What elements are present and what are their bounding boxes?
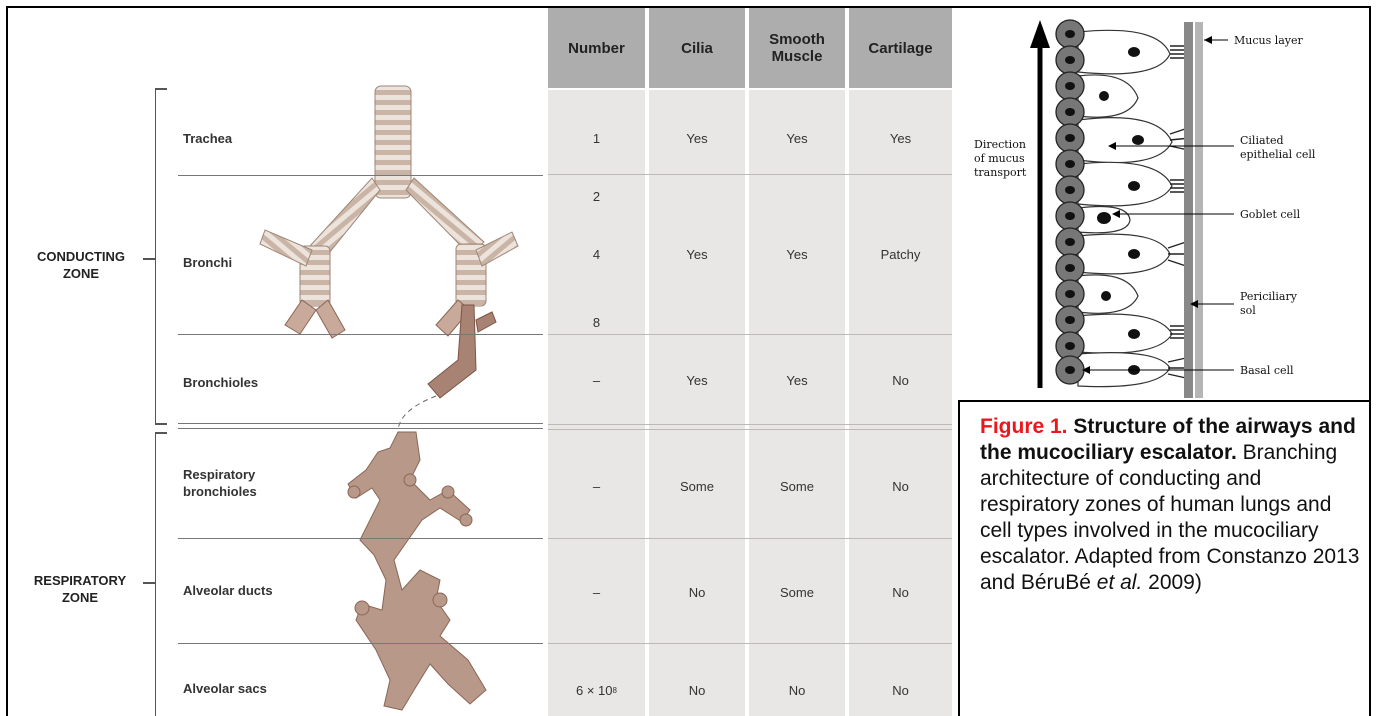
label-mucus-layer: Mucus layer — [1234, 34, 1304, 47]
caption-box: Figure 1. Structure of the airways and t… — [958, 400, 1371, 716]
header-number: Number — [548, 8, 645, 88]
cell-bronchi-number-1: 2 — [548, 184, 645, 208]
conducting-zone-label: CONDUCTING ZONE — [22, 248, 140, 282]
header-cartilage: Cartilage — [849, 8, 952, 88]
cell-trachea-cartilage: Yes — [849, 118, 952, 158]
cell-alveolar-ducts-cartilage: No — [849, 572, 952, 612]
cell-alveolar-ducts-smooth-muscle: Some — [749, 572, 845, 612]
cell-bronchi-number-2: 4 — [548, 242, 645, 266]
mucociliary-escalator-diagram: Direction of mucus transport — [958, 10, 1368, 400]
conducting-zone-bracket — [155, 88, 156, 424]
label-periciliary-sol-line1: Periciliary — [1240, 290, 1298, 303]
direction-label-line2: of mucus — [974, 152, 1025, 165]
mucus-layer-band — [1195, 22, 1203, 398]
cell-resp-bronchioles-cartilage: No — [849, 466, 952, 506]
caption-year: 2009) — [1148, 571, 1202, 594]
airway-tree-diagram — [0, 0, 548, 716]
row-label-alveolar-sacs: Alveolar sacs — [183, 680, 267, 697]
cell-bronchioles-cartilage: No — [849, 360, 952, 400]
cell-resp-bronchioles-smooth-muscle: Some — [749, 466, 845, 506]
figure-caption: Figure 1. Structure of the airways and t… — [980, 414, 1361, 596]
periciliary-sol-band — [1184, 22, 1193, 398]
row-label-bronchi: Bronchi — [183, 254, 232, 271]
cell-bronchi-number-3: 8 — [548, 310, 645, 334]
right-main-bronchus — [406, 178, 484, 255]
cell-bronchioles-cilia: Yes — [649, 360, 745, 400]
cell-alveolar-ducts-cilia: No — [649, 572, 745, 612]
airway-properties-table: Number Cilia Smooth Muscle Cartilage 1 Y… — [548, 8, 952, 716]
cell-trachea-number: 1 — [548, 118, 645, 158]
respiratory-zone-label: RESPIRATORY ZONE — [18, 572, 142, 606]
direction-label-line3: transport — [974, 166, 1027, 179]
direction-label-line1: Direction — [974, 138, 1026, 151]
trachea-shape — [375, 86, 411, 198]
cell-alveolar-sacs-cartilage: No — [849, 670, 952, 710]
cell-bronchi-smooth-muscle: Yes — [749, 234, 845, 274]
caption-figure-label: Figure 1. — [980, 415, 1068, 438]
label-ciliated-cell-line1: Ciliated — [1240, 134, 1284, 147]
cell-alveolar-ducts-number: – — [548, 572, 645, 612]
respiratory-zone-bracket — [155, 432, 156, 716]
cell-alveolar-sacs-smooth-muscle: No — [749, 670, 845, 710]
row-label-alveolar-ducts: Alveolar ducts — [183, 582, 273, 599]
label-ciliated-cell-line2: epithelial cell — [1240, 148, 1316, 161]
cell-resp-bronchioles-cilia: Some — [649, 466, 745, 506]
row-label-bronchioles: Bronchioles — [183, 374, 258, 391]
epithelial-cells — [1078, 30, 1172, 386]
cell-resp-bronchioles-number: – — [548, 466, 645, 506]
row-label-respiratory-bronchioles: Respiratory bronchioles — [183, 466, 257, 500]
row-label-trachea: Trachea — [183, 130, 232, 147]
cell-trachea-cilia: Yes — [649, 118, 745, 158]
cell-bronchi-cartilage: Patchy — [849, 234, 952, 274]
cell-bronchi-cilia: Yes — [649, 234, 745, 274]
transport-arrow-head — [1030, 20, 1050, 48]
label-basal-cell: Basal cell — [1240, 364, 1294, 377]
label-goblet-cell: Goblet cell — [1240, 208, 1301, 221]
respiratory-tree-shape — [348, 432, 486, 710]
label-periciliary-sol-line2: sol — [1240, 304, 1256, 317]
cell-trachea-smooth-muscle: Yes — [749, 118, 845, 158]
cell-alveolar-sacs-cilia: No — [649, 670, 745, 710]
cell-bronchioles-number: – — [548, 360, 645, 400]
header-cilia: Cilia — [649, 8, 745, 88]
cell-bronchioles-smooth-muscle: Yes — [749, 360, 845, 400]
header-smooth-muscle: Smooth Muscle — [749, 8, 845, 88]
caption-etal: et al. — [1097, 571, 1143, 594]
